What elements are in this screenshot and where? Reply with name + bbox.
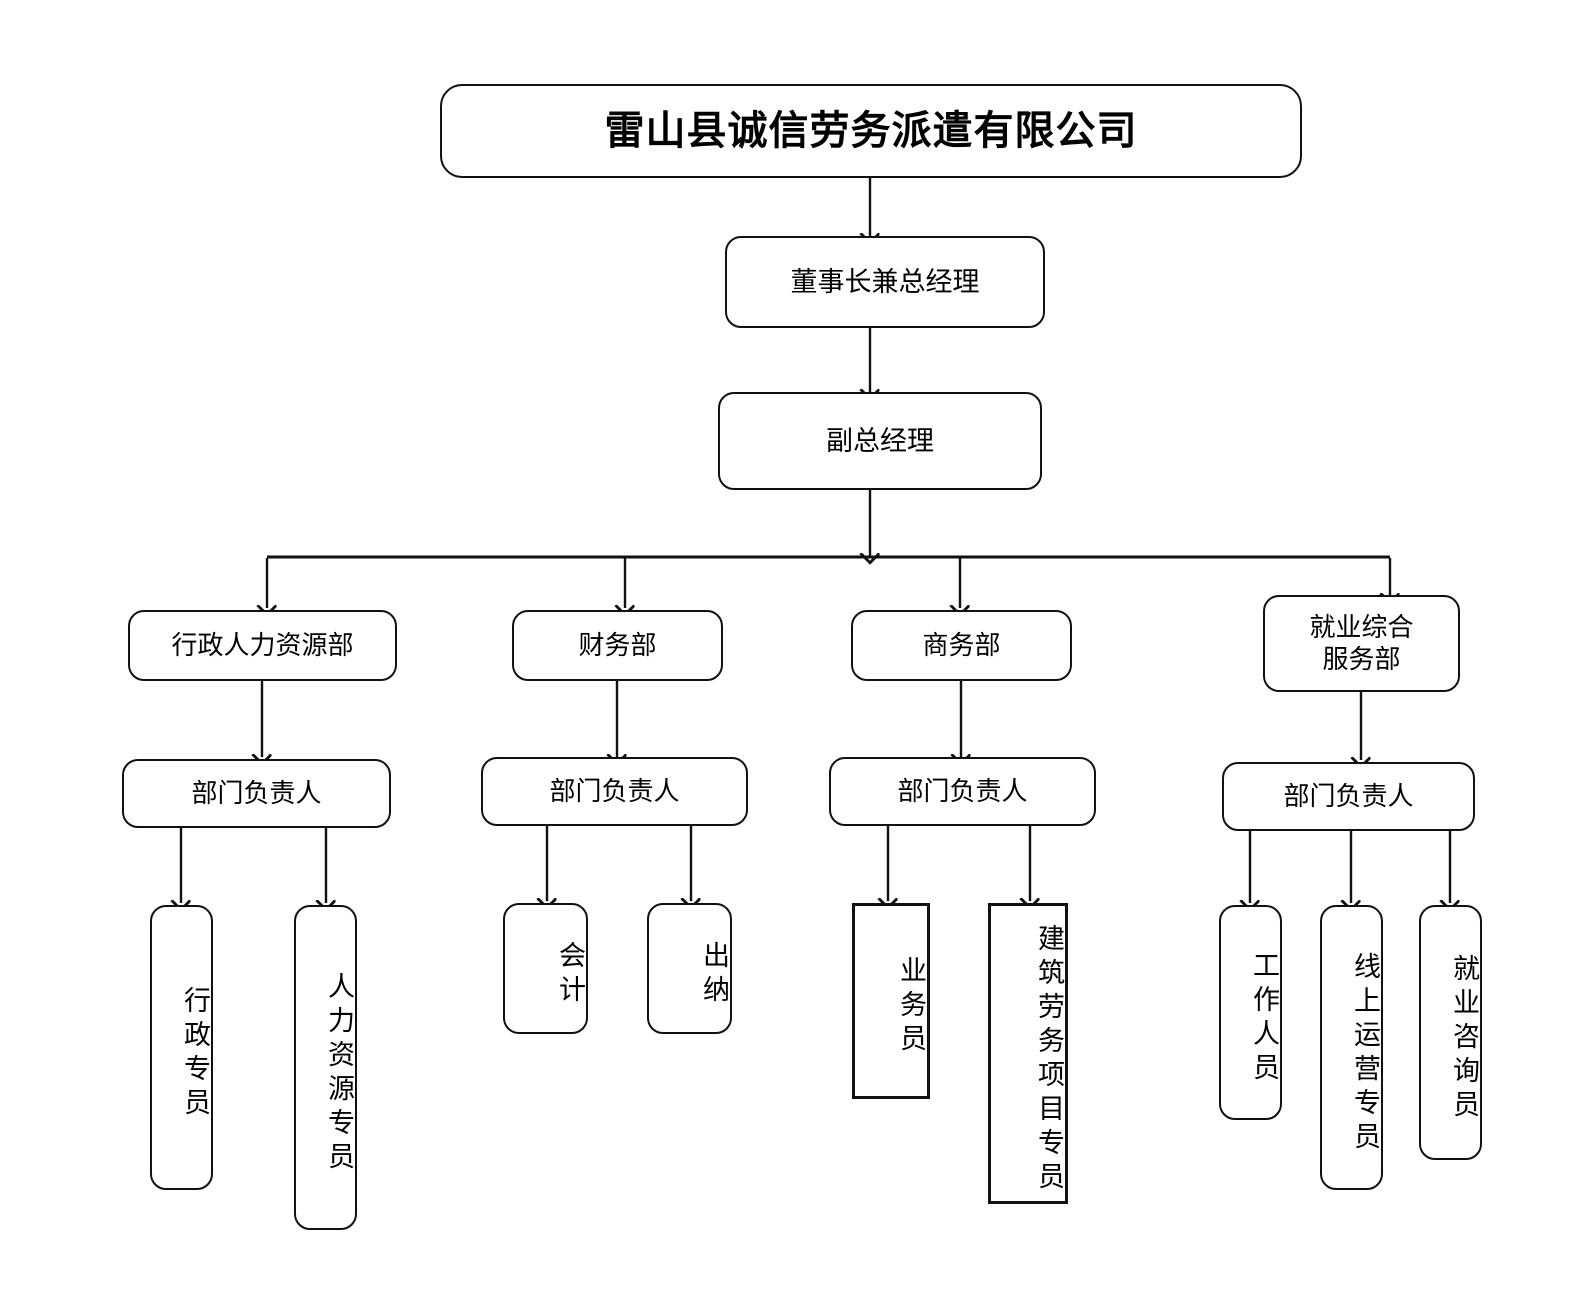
staff-label: 出纳 xyxy=(699,940,729,1009)
deputy-manager-box: 副总经理 xyxy=(718,392,1042,490)
company-title-box: 雷山县诚信劳务派遣有限公司 xyxy=(440,84,1302,178)
department-label-line2: 服务部 xyxy=(1322,644,1401,674)
staff-label: 建筑劳务项目专员 xyxy=(1034,923,1064,1196)
department-head-label: 部门负责人 xyxy=(549,776,680,806)
company-name: 雷山县诚信劳务派遣有限公司 xyxy=(604,107,1138,154)
staff-label: 线上运营专员 xyxy=(1350,951,1380,1156)
staff-box-admin-specialist: 行政专员 xyxy=(150,905,213,1190)
department-head-label: 部门负责人 xyxy=(1283,781,1414,811)
department-box-business: 商务部 xyxy=(851,610,1072,681)
department-head-box-admin-hr: 部门负责人 xyxy=(122,759,391,828)
department-head-box-finance: 部门负责人 xyxy=(481,757,748,826)
department-box-employment: 就业综合 服务部 xyxy=(1263,595,1460,692)
department-head-box-employment: 部门负责人 xyxy=(1222,762,1475,831)
staff-box-worker: 工作人员 xyxy=(1219,905,1282,1120)
staff-label: 就业咨询员 xyxy=(1449,953,1479,1124)
staff-label: 行政专员 xyxy=(180,985,210,1122)
staff-box-employment-consultant: 就业咨询员 xyxy=(1419,905,1482,1160)
staff-label: 人力资源专员 xyxy=(324,971,354,1176)
department-head-label: 部门负责人 xyxy=(897,776,1028,806)
department-head-box-business: 部门负责人 xyxy=(829,757,1096,826)
department-label: 行政人力资源部 xyxy=(171,630,354,660)
staff-box-accountant: 会计 xyxy=(503,903,588,1034)
staff-label: 会计 xyxy=(555,940,585,1009)
department-box-finance: 财务部 xyxy=(512,610,723,681)
department-head-label: 部门负责人 xyxy=(191,778,322,808)
chairman-box: 董事长兼总经理 xyxy=(725,236,1045,328)
department-label: 财务部 xyxy=(578,630,657,660)
staff-label: 业务员 xyxy=(896,956,926,1058)
staff-box-construction-project-specialist: 建筑劳务项目专员 xyxy=(988,903,1068,1204)
department-label-line1: 就业综合 xyxy=(1309,612,1414,642)
staff-box-cashier: 出纳 xyxy=(647,903,732,1034)
staff-box-salesperson: 业务员 xyxy=(852,903,930,1099)
staff-label: 工作人员 xyxy=(1249,950,1279,1087)
chairman-label: 董事长兼总经理 xyxy=(790,266,980,297)
staff-box-hr-specialist: 人力资源专员 xyxy=(294,905,357,1230)
department-box-admin-hr: 行政人力资源部 xyxy=(128,610,397,681)
department-label: 商务部 xyxy=(922,630,1001,660)
deputy-manager-label: 副总经理 xyxy=(826,425,934,456)
staff-box-online-operations-specialist: 线上运营专员 xyxy=(1320,905,1383,1190)
